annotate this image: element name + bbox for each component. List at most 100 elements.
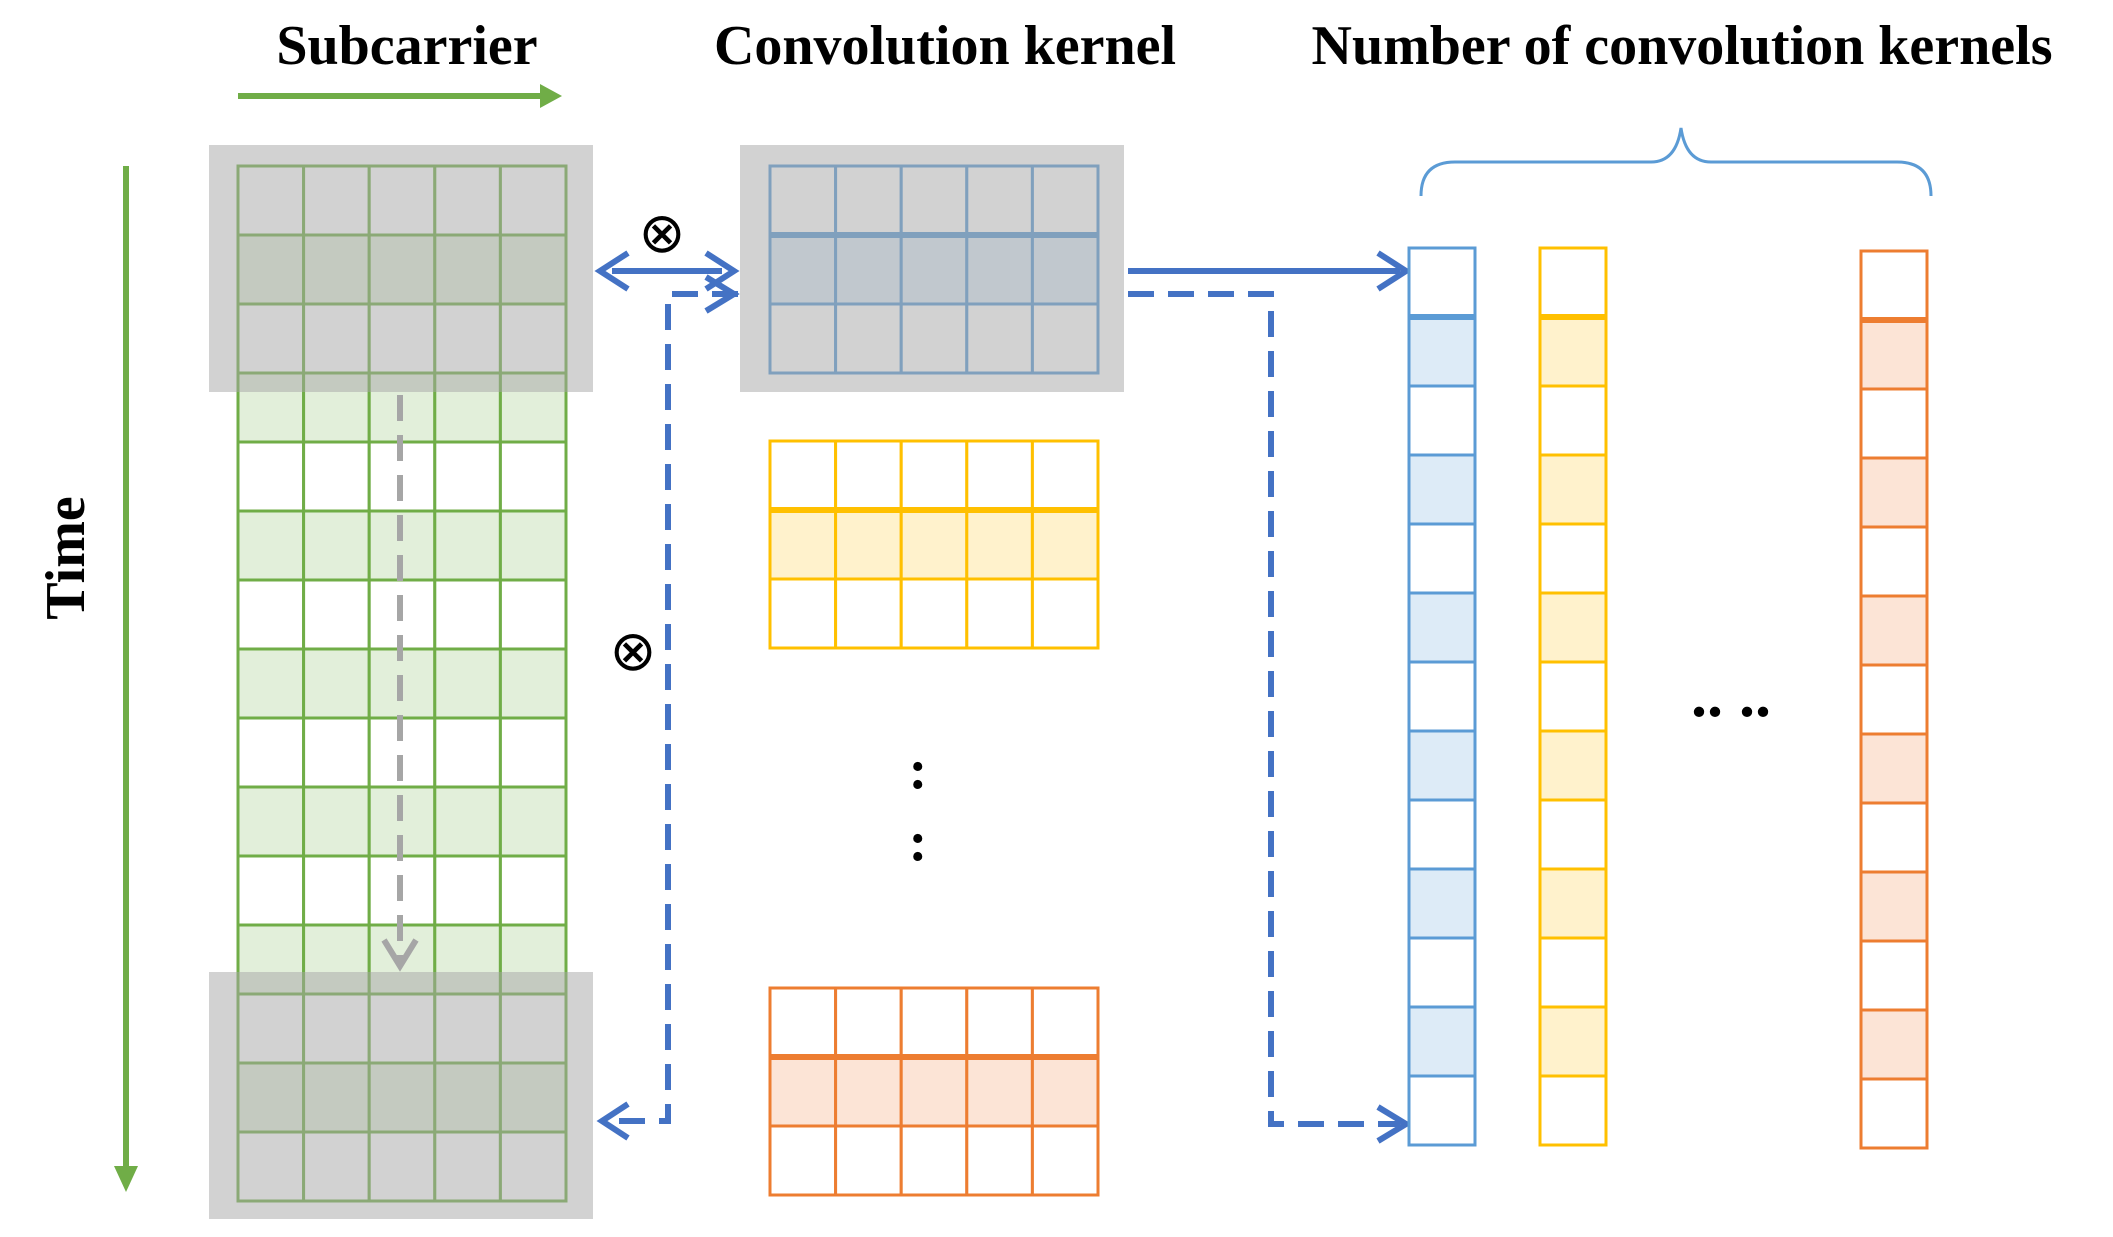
output-cell bbox=[1538, 729, 1608, 802]
kernel-cell bbox=[899, 1124, 969, 1197]
kernel-cell bbox=[899, 986, 969, 1059]
output-cell bbox=[1859, 594, 1929, 667]
output-cell bbox=[1407, 453, 1477, 526]
output-column-orange bbox=[1859, 249, 1929, 1150]
input-cell bbox=[302, 647, 371, 720]
time-arrow bbox=[114, 166, 138, 1192]
output-cell bbox=[1859, 870, 1929, 943]
kernel-cell bbox=[834, 986, 903, 1059]
kernel-cell bbox=[834, 1124, 903, 1197]
kernel-cell bbox=[768, 577, 838, 650]
input-window-top bbox=[209, 145, 593, 392]
input-window-bottom bbox=[209, 972, 593, 1219]
output-cell bbox=[1407, 591, 1477, 664]
output-cell bbox=[1538, 384, 1608, 457]
output-cell bbox=[1859, 1008, 1929, 1081]
kernel-cell bbox=[899, 577, 969, 650]
time-label: Time bbox=[35, 496, 97, 619]
subcarrier-label: Subcarrier bbox=[276, 15, 537, 77]
input-cell bbox=[236, 578, 306, 651]
output-cell bbox=[1859, 525, 1929, 598]
output-cell bbox=[1538, 522, 1608, 595]
input-cell bbox=[498, 854, 568, 927]
input-cell bbox=[236, 647, 306, 720]
output-cell bbox=[1407, 936, 1477, 1009]
kernel-ellipsis-2: : bbox=[909, 811, 928, 873]
kernel-cell bbox=[1030, 1124, 1100, 1197]
output-cell bbox=[1859, 387, 1929, 460]
output-dashed-arrow bbox=[1128, 291, 1412, 1144]
output-cell bbox=[1407, 315, 1477, 388]
output-cell bbox=[1407, 1074, 1477, 1147]
kernel-cell bbox=[965, 986, 1034, 1059]
kernel-cell bbox=[965, 577, 1034, 650]
output-cell bbox=[1407, 660, 1477, 733]
input-cell bbox=[302, 578, 371, 651]
output-column-blue bbox=[1407, 246, 1477, 1147]
output-cell bbox=[1538, 246, 1608, 319]
input-cell bbox=[236, 440, 306, 513]
input-cell bbox=[433, 785, 502, 858]
input-cell bbox=[302, 854, 371, 927]
kernel-cell bbox=[899, 1055, 969, 1128]
output-cell bbox=[1859, 456, 1929, 529]
output-cell bbox=[1538, 798, 1608, 871]
kernel-cell bbox=[834, 577, 903, 650]
kernel-cell bbox=[899, 439, 969, 512]
kernel-cell bbox=[834, 508, 903, 581]
output-cell bbox=[1407, 867, 1477, 940]
kernel-cell bbox=[899, 508, 969, 581]
kernel-cell bbox=[768, 1124, 838, 1197]
input-cell bbox=[498, 509, 568, 582]
kernel-ellipsis-1: : bbox=[909, 739, 928, 801]
kernel-cell bbox=[768, 508, 838, 581]
output-cell bbox=[1859, 249, 1929, 322]
output-ellipsis: .. .. bbox=[1691, 659, 1771, 730]
sliding-window-arrow bbox=[381, 395, 419, 972]
dashed-return-arrow bbox=[596, 274, 740, 1141]
kernel-cell bbox=[1030, 1055, 1100, 1128]
input-cell bbox=[498, 716, 568, 789]
kernel-yellow bbox=[768, 439, 1100, 650]
output-cell bbox=[1538, 867, 1608, 940]
output-solid-arrow bbox=[1128, 250, 1412, 292]
input-cell bbox=[302, 785, 371, 858]
input-cell bbox=[433, 578, 502, 651]
kernel-highlight bbox=[740, 145, 1124, 392]
input-cell bbox=[433, 647, 502, 720]
kernel-cell bbox=[768, 439, 838, 512]
output-cell bbox=[1538, 591, 1608, 664]
multiply-symbol-mid: ⊗ bbox=[610, 619, 657, 684]
output-cell bbox=[1859, 939, 1929, 1012]
output-cell bbox=[1859, 1077, 1929, 1150]
output-cell bbox=[1407, 1005, 1477, 1078]
kernel-cell bbox=[1030, 986, 1100, 1059]
kernel-orange bbox=[768, 986, 1100, 1197]
output-cell bbox=[1538, 1005, 1608, 1078]
kernel-cell bbox=[965, 1055, 1034, 1128]
subcarrier-arrow bbox=[238, 84, 562, 108]
output-cell bbox=[1859, 318, 1929, 391]
input-cell bbox=[498, 440, 568, 513]
kernel-cell bbox=[768, 986, 838, 1059]
output-cell bbox=[1538, 660, 1608, 733]
kernel-cell bbox=[1030, 439, 1100, 512]
input-cell bbox=[302, 440, 371, 513]
input-cell bbox=[498, 647, 568, 720]
kernel-cell bbox=[1030, 508, 1100, 581]
output-cell bbox=[1407, 729, 1477, 802]
output-cell bbox=[1407, 384, 1477, 457]
kernel-cell bbox=[965, 1124, 1034, 1197]
kernel-cell bbox=[965, 439, 1034, 512]
kernel-cell bbox=[1030, 577, 1100, 650]
input-cell bbox=[433, 509, 502, 582]
number-of-kernels-label: Number of convolution kernels bbox=[1312, 15, 2053, 77]
output-column-yellow bbox=[1538, 246, 1608, 1147]
input-cell bbox=[302, 716, 371, 789]
input-cell bbox=[498, 785, 568, 858]
output-cell bbox=[1538, 315, 1608, 388]
input-cell bbox=[302, 509, 371, 582]
input-cell bbox=[236, 509, 306, 582]
output-cell bbox=[1407, 798, 1477, 871]
multiply-symbol-top: ⊗ bbox=[639, 201, 686, 266]
